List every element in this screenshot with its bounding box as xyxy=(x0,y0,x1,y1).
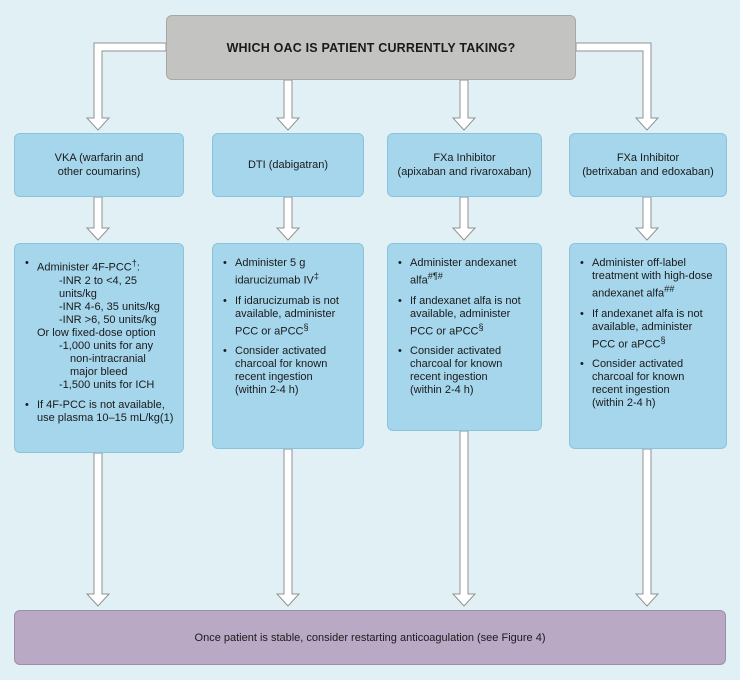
fxa1-b3a: Consider activated xyxy=(410,345,502,358)
dti-b3c: recent ingestion xyxy=(235,371,313,384)
fxa1-bullet-alternative: If andexanet alfa is not available, admi… xyxy=(398,294,533,339)
fxa1-b2-mark: § xyxy=(478,321,484,332)
fxa1-b1-mark: #¶# xyxy=(427,271,443,281)
category-fxa-betrixaban-line2: (betrixaban and edoxaban) xyxy=(582,166,714,178)
dti-b2c: PCC or aPCC xyxy=(235,325,304,338)
fxa1-b2b: available, administer xyxy=(410,307,511,320)
dti-treatment-box: Administer 5 g idarucizumab IV‡ If idaru… xyxy=(212,243,364,449)
category-fxa-apixaban-line1: FXa Inhibitor xyxy=(433,152,496,164)
fxa1-bullet-administer: Administer andexanet alfa#¶# xyxy=(398,257,533,288)
vka-treatment-box: Administer 4F-PCC†: -INR 2 to <4, 25 uni… xyxy=(14,243,184,453)
category-vka-line2: other coumarins) xyxy=(57,166,141,178)
fxa1-b3b: charcoal for known xyxy=(410,358,503,371)
vka-bullet-administer: Administer 4F-PCC†: -INR 2 to <4, 25 uni… xyxy=(25,257,175,392)
dti-b3a: Consider activated xyxy=(235,345,327,358)
dti-b2-mark: § xyxy=(303,321,309,332)
fxa1-b1b: alfa xyxy=(410,274,428,287)
fxa2-b3b: charcoal for known xyxy=(592,371,685,384)
fxa2-b1a: Administer off-label xyxy=(592,257,686,269)
vka-plasma-b: use plasma 10–15 mL/kg(1) xyxy=(37,411,174,424)
fxa1-b2a: If andexanet alfa is not xyxy=(410,294,521,307)
dti-b1b: idarucizumab IV xyxy=(235,274,314,287)
dti-b1a: Administer 5 g xyxy=(235,257,306,269)
oac-question-box: WHICH OAC IS PATIENT CURRENTLY TAKING? xyxy=(166,15,576,80)
restart-anticoagulation-text: Once patient is stable, consider restart… xyxy=(194,631,546,644)
dti-b3b: charcoal for known xyxy=(235,358,328,371)
vka-administer-sep: : xyxy=(136,261,140,274)
vka-fixed-2: -1,500 units for ICH xyxy=(59,378,155,391)
vka-administer-mark: † xyxy=(131,258,137,268)
arrow-to-dti xyxy=(275,79,301,131)
category-fxa-apixaban: FXa Inhibitor (apixaban and rivaroxaban) xyxy=(387,133,542,197)
vka-plasma-a: If 4F-PCC is not available, xyxy=(37,398,165,411)
vka-fixed-1a: -1,000 units for any xyxy=(59,339,154,352)
arrow-vka-detail xyxy=(85,196,111,241)
fxa2-b1b: treatment with high-dose xyxy=(592,270,713,282)
vka-bullet-plasma: If 4F-PCC is not available, use plasma 1… xyxy=(25,398,175,425)
vka-fixed-option: Or low fixed-dose option xyxy=(37,326,156,339)
category-vka: VKA (warfarin and other coumarins) xyxy=(14,133,184,197)
restart-anticoagulation-box: Once patient is stable, consider restart… xyxy=(14,610,726,665)
arrow-to-fxa-betrixaban xyxy=(575,42,660,131)
dti-b2a: If idarucizumab is not xyxy=(235,294,339,307)
fxa2-b1c: andexanet alfa xyxy=(592,287,665,300)
arrow-to-fxa-apixaban xyxy=(451,79,477,131)
fxa2-b3a: Consider activated xyxy=(592,358,684,371)
category-dti: DTI (dabigatran) xyxy=(212,133,364,197)
fxa2-bullet-charcoal: Consider activated charcoal for known re… xyxy=(580,358,718,410)
fxa2-b2a: If andexanet alfa is not xyxy=(592,307,703,320)
fxa2-b2-mark: § xyxy=(660,334,666,345)
vka-inr-2: -INR 4-6, 35 units/kg xyxy=(59,300,160,313)
arrow-dti-detail xyxy=(275,196,301,241)
fxa1-b3d: (within 2-4 h) xyxy=(410,384,474,397)
category-dti-line1: DTI (dabigatran) xyxy=(247,159,329,171)
dti-b2b: available, administer xyxy=(235,307,336,320)
fxa1-b1a: Administer andexanet xyxy=(410,257,517,269)
arrow-fxa-betrixaban-detail xyxy=(634,196,660,241)
fxa-betrixaban-treatment-box: Administer off-label treatment with high… xyxy=(569,243,727,449)
vka-fixed-1b: non-intracranial xyxy=(70,352,146,365)
fxa2-b2b: available, administer xyxy=(592,320,693,333)
category-vka-line1: VKA (warfarin and xyxy=(54,152,144,164)
dti-bullet-alternative: If idarucizumab is not available, admini… xyxy=(223,294,355,339)
fxa1-b2c: PCC or aPCC xyxy=(410,325,479,338)
fxa1-b3c: recent ingestion xyxy=(410,371,488,384)
fxa2-bullet-administer: Administer off-label treatment with high… xyxy=(580,257,718,301)
arrow-fxa-betrixaban-restart xyxy=(634,448,660,607)
oac-question-text: WHICH OAC IS PATIENT CURRENTLY TAKING? xyxy=(226,40,516,55)
category-fxa-betrixaban-line1: FXa Inhibitor xyxy=(616,152,680,164)
fxa2-b2c: PCC or aPCC xyxy=(592,338,661,351)
arrow-fxa-apixaban-restart xyxy=(451,430,477,607)
vka-administer-text: Administer 4F-PCC xyxy=(37,261,132,274)
category-fxa-apixaban-line2: (apixaban and rivaroxaban) xyxy=(397,166,532,178)
vka-inr-3: -INR >6, 50 units/kg xyxy=(59,313,157,326)
vka-fixed-1c: major bleed xyxy=(70,365,128,378)
dti-b1-mark: ‡ xyxy=(313,271,319,281)
dti-bullet-administer: Administer 5 g idarucizumab IV‡ xyxy=(223,257,355,288)
fxa1-bullet-charcoal: Consider activated charcoal for known re… xyxy=(398,345,533,397)
fxa-apixaban-treatment-box: Administer andexanet alfa#¶# If andexane… xyxy=(387,243,542,431)
category-fxa-betrixaban: FXa Inhibitor (betrixaban and edoxaban) xyxy=(569,133,727,197)
fxa2-b3d: (within 2-4 h) xyxy=(592,397,656,410)
dti-bullet-charcoal: Consider activated charcoal for known re… xyxy=(223,345,355,397)
arrow-dti-restart xyxy=(275,448,301,607)
arrow-to-vka xyxy=(85,42,167,131)
fxa2-b3c: recent ingestion xyxy=(592,384,670,397)
arrow-vka-restart xyxy=(85,452,111,607)
vka-inr-1: -INR 2 to <4, 25 units/kg xyxy=(59,274,137,300)
fxa2-b1-mark: ## xyxy=(664,284,675,294)
arrow-fxa-apixaban-detail xyxy=(451,196,477,241)
dti-b3d: (within 2-4 h) xyxy=(235,384,299,397)
fxa2-bullet-alternative: If andexanet alfa is not available, admi… xyxy=(580,307,718,352)
